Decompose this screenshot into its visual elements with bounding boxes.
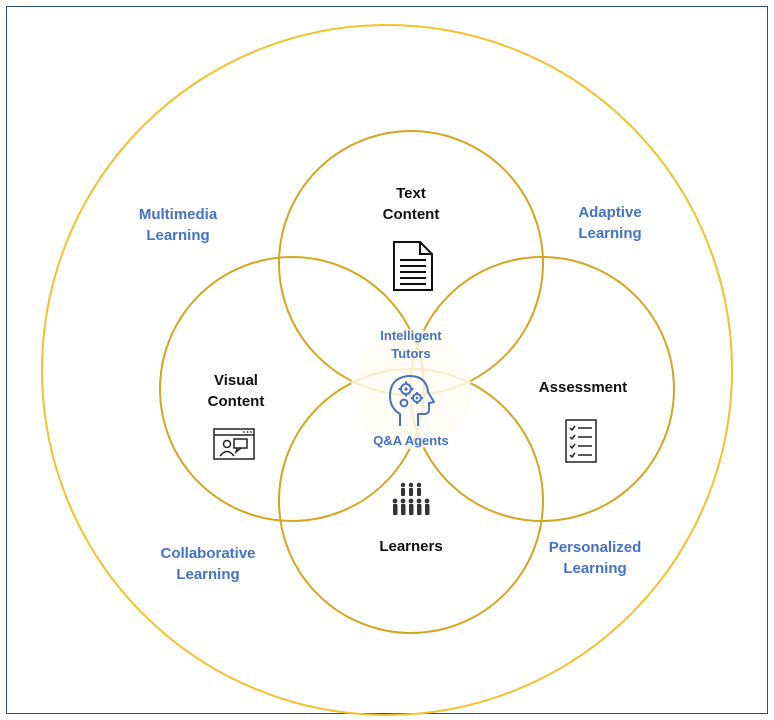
assessment-label: Assessment — [538, 379, 628, 396]
presentation-screen-icon — [213, 428, 255, 460]
intelligent-tutors-label: Intelligent Tutors — [380, 328, 442, 361]
people-group-icon — [392, 482, 430, 515]
checklist-icon — [565, 419, 597, 463]
personalized-learning-label: Personalized Learning — [548, 539, 642, 577]
qa-agents-label: Q&A Agents — [373, 433, 449, 448]
visual-content-label: Visual Content — [207, 372, 265, 410]
diagram-frame — [6, 6, 768, 714]
learners-label: Learners — [379, 538, 443, 555]
collaborative-learning-label: Collaborative Learning — [160, 545, 256, 583]
multimedia-learning-label: Multimedia Learning — [138, 206, 218, 244]
document-icon — [393, 241, 433, 291]
adaptive-learning-label: Adaptive Learning — [578, 204, 642, 242]
head-gears-icon — [389, 374, 435, 426]
text-content-label: Text Content — [382, 185, 440, 223]
outer-circle — [41, 24, 733, 716]
